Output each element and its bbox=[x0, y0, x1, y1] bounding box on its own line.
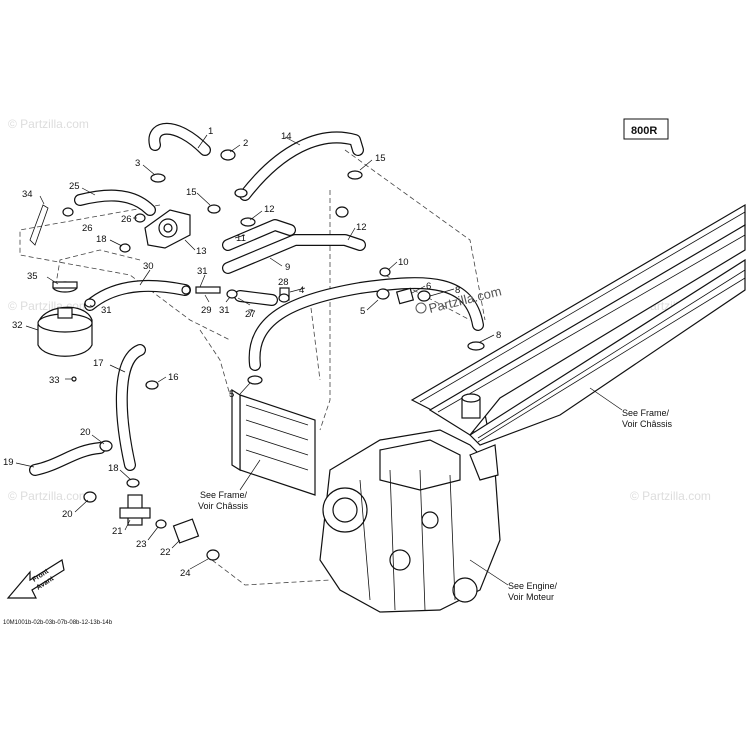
callout-19: 19 bbox=[3, 457, 14, 468]
callout-29: 29 bbox=[201, 305, 212, 316]
coolant-tank bbox=[37, 306, 93, 357]
callout-20a: 20 bbox=[80, 427, 91, 438]
note-engine-1: See Engine/ bbox=[508, 581, 558, 591]
callout-13: 13 bbox=[196, 246, 207, 257]
hose-14 bbox=[239, 131, 364, 201]
note-frame-top-2: Voir Châssis bbox=[622, 419, 673, 429]
radiator bbox=[231, 388, 316, 496]
callout-11: 11 bbox=[236, 233, 246, 244]
callout-8a: 8 bbox=[455, 285, 460, 296]
callout-31c: 31 bbox=[101, 305, 112, 316]
callout-21: 21 bbox=[112, 526, 123, 537]
pipe-22 bbox=[172, 518, 200, 544]
dashed-route bbox=[211, 559, 331, 586]
dashed-route bbox=[19, 204, 231, 341]
callout-15b: 15 bbox=[186, 187, 197, 198]
callout-14: 14 bbox=[281, 131, 292, 142]
dashed-route bbox=[319, 190, 331, 431]
callout-28: 28 bbox=[278, 277, 289, 288]
watermark-faint: © Partzilla.com bbox=[8, 117, 89, 131]
leader-lines bbox=[15, 134, 495, 570]
callout-26b: 26 bbox=[121, 214, 132, 225]
callout-32: 32 bbox=[12, 320, 23, 331]
callout-15a: 15 bbox=[375, 153, 386, 164]
dashed-route bbox=[344, 149, 486, 321]
dashed-route bbox=[309, 299, 321, 381]
callout-23: 23 bbox=[136, 539, 147, 550]
callout-31b: 31 bbox=[219, 305, 230, 316]
hose-30 bbox=[84, 279, 191, 311]
hose-1 bbox=[148, 122, 211, 156]
callout-16: 16 bbox=[168, 372, 179, 383]
fitting-29 bbox=[195, 286, 221, 294]
callout-12a: 12 bbox=[264, 204, 275, 215]
hose-27 bbox=[234, 290, 278, 306]
callout-35: 35 bbox=[27, 271, 38, 282]
callout-18a: 18 bbox=[96, 234, 107, 245]
note-frame-top-1: See Frame/ bbox=[622, 408, 670, 418]
callout-26a: 26 bbox=[82, 223, 93, 234]
note-frame-bottom-1: See Frame/ bbox=[200, 490, 248, 500]
hose-9 bbox=[222, 234, 366, 274]
tee-fitting bbox=[119, 494, 151, 526]
callout-33: 33 bbox=[49, 375, 60, 386]
hose-25 bbox=[74, 189, 156, 216]
callout-31a: 31 bbox=[197, 266, 208, 277]
watermark-faint: © Partzilla.com bbox=[8, 489, 89, 503]
callout-30: 30 bbox=[143, 261, 154, 272]
engine bbox=[319, 429, 509, 613]
callout-34: 34 bbox=[22, 189, 33, 200]
dashed-route bbox=[199, 329, 231, 396]
callout-27: 27 bbox=[245, 309, 256, 320]
hose-11 bbox=[222, 219, 296, 251]
callout-18b: 18 bbox=[108, 463, 119, 474]
callout-5a: 5 bbox=[360, 306, 365, 317]
callout-3: 3 bbox=[135, 158, 140, 169]
callout-6: 6 bbox=[426, 281, 431, 292]
callout-25: 25 bbox=[69, 181, 80, 192]
callout-20b: 20 bbox=[62, 509, 73, 520]
hose-7 bbox=[248, 277, 484, 371]
callout-17: 17 bbox=[93, 358, 104, 369]
front-arrow: Front Avant bbox=[6, 559, 65, 599]
dashed-route bbox=[54, 249, 141, 291]
callout-5b: 5 bbox=[229, 389, 234, 400]
model-badge-text: 800R bbox=[631, 125, 657, 137]
callout-9: 9 bbox=[285, 262, 290, 273]
callout-7: 7 bbox=[248, 308, 253, 319]
watermark-faint: © Partzilla.com bbox=[630, 489, 711, 503]
callout-22: 22 bbox=[160, 547, 171, 558]
thermostat-housing bbox=[144, 209, 191, 249]
heat-exchanger-rails bbox=[410, 203, 746, 446]
callout-10: 10 bbox=[398, 257, 409, 268]
note-frame-bottom-2: Voir Châssis bbox=[198, 501, 249, 511]
callout-12b: 12 bbox=[356, 222, 367, 233]
hose-34 bbox=[29, 204, 49, 246]
callout-4: 4 bbox=[299, 285, 304, 296]
callout-8b: 8 bbox=[496, 330, 501, 341]
callout-2: 2 bbox=[243, 138, 248, 149]
model-badge: 800R bbox=[623, 118, 669, 140]
tank-cap bbox=[52, 281, 78, 293]
note-engine-2: Voir Moteur bbox=[508, 592, 554, 602]
callout-1: 1 bbox=[208, 126, 213, 137]
clamps bbox=[62, 149, 485, 561]
drawing-code: 10M1001b-02b-03b-07b-08b-12-13b-14b bbox=[3, 620, 113, 626]
hose-17 bbox=[115, 344, 146, 471]
callout-24: 24 bbox=[180, 568, 191, 579]
fitting-6 bbox=[395, 287, 415, 305]
hose-19 bbox=[29, 442, 106, 476]
